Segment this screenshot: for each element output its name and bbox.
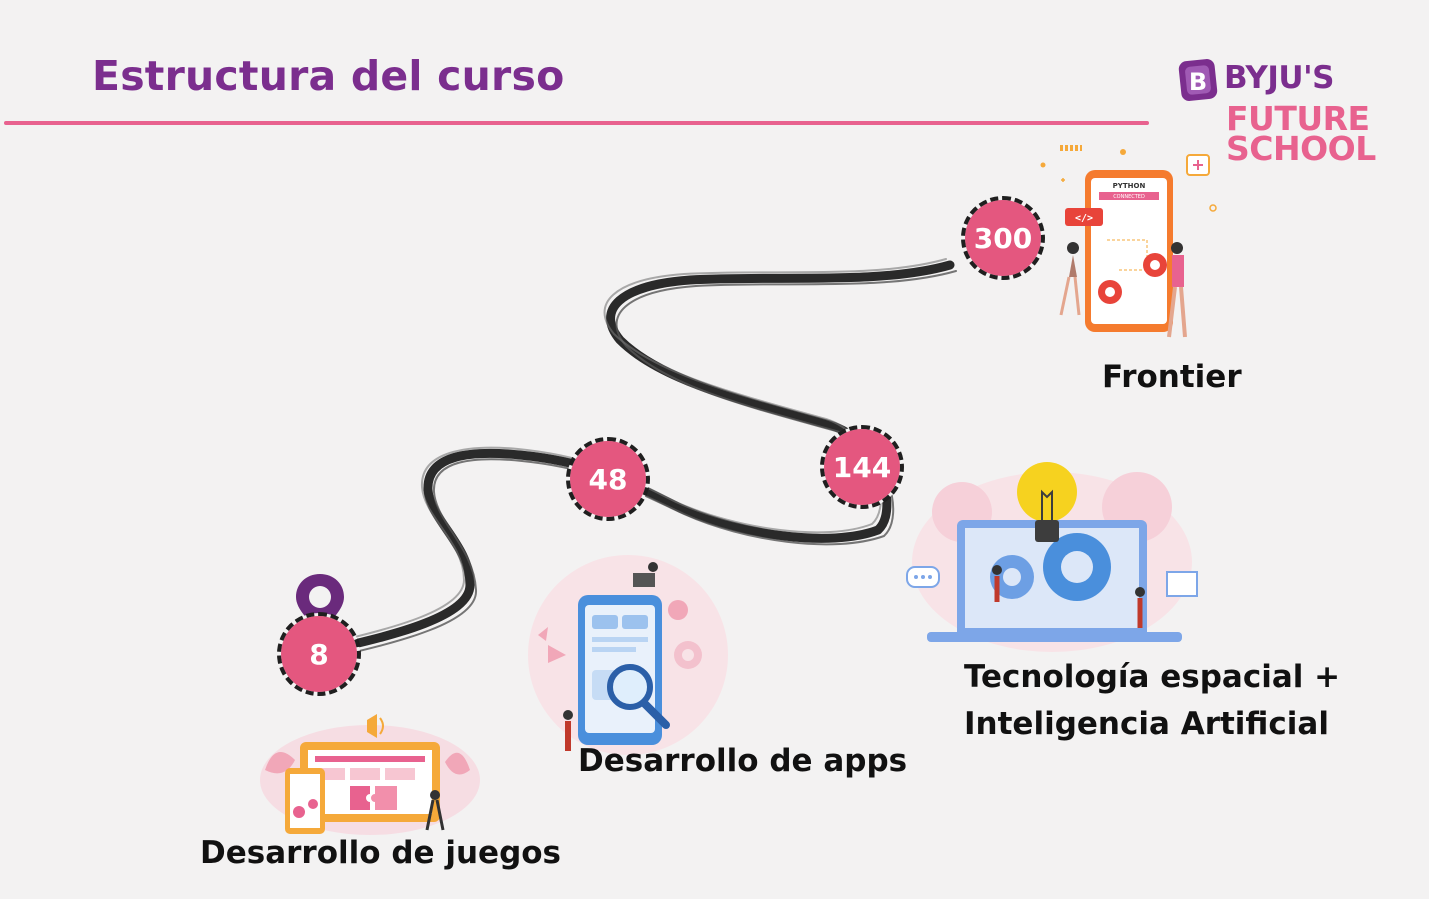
- milestone-144: 144: [820, 425, 904, 509]
- road-stroke-highlight: [315, 258, 947, 647]
- milestone-value: 8: [309, 637, 329, 671]
- milestone-value: 48: [588, 462, 628, 496]
- logo-brand-text: BYJU'S: [1224, 60, 1334, 96]
- page-title: Estructura del curso: [92, 52, 565, 100]
- milestone-8: 8: [277, 612, 361, 696]
- milestone-48: 48: [566, 437, 650, 521]
- map-pin-icon: [296, 574, 344, 636]
- label-game-development: Desarrollo de juegos: [200, 835, 562, 871]
- label-space-tech-line2: Inteligencia Artificial: [964, 706, 1329, 742]
- title-divider: [4, 121, 1149, 125]
- game-development-illustration: [260, 714, 480, 835]
- logo-badge-letter: B: [1189, 68, 1207, 96]
- logo-line-future: FUTURE: [1226, 99, 1370, 138]
- milestone-300: 300: [961, 196, 1045, 280]
- logo-line-school: SCHOOL: [1226, 129, 1376, 168]
- frontier-python-illustration: PYTHON CONNECTED </>: [1040, 145, 1217, 338]
- label-space-tech-line1: Tecnología espacial +: [964, 659, 1341, 695]
- connected-tag: CONNECTED: [1113, 194, 1145, 200]
- code-tag: </>: [1075, 213, 1093, 224]
- brand-logo: B BYJU'S FUTURE SCHOOL: [1176, 58, 1381, 168]
- app-development-illustration: [528, 555, 728, 755]
- python-tag: PYTHON: [1113, 182, 1146, 190]
- label-app-development: Desarrollo de apps: [578, 743, 908, 779]
- logo-badge-icon: B: [1178, 59, 1218, 101]
- road-stroke-main: [313, 260, 955, 657]
- milestone-value: 300: [973, 221, 1033, 255]
- milestone-value: 144: [832, 450, 892, 484]
- road-stroke-shadow: [319, 270, 957, 661]
- label-frontier: Frontier: [1102, 359, 1242, 395]
- space-tech-ai-illustration: [906, 462, 1198, 652]
